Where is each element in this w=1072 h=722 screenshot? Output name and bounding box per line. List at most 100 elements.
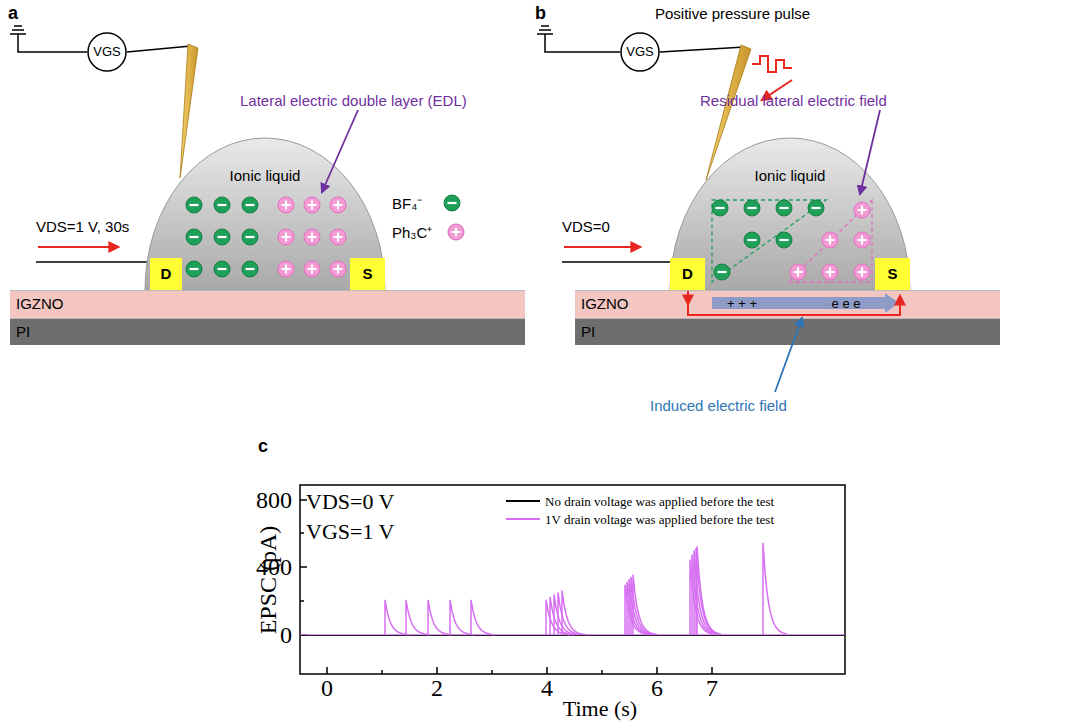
ion-symbol: [776, 200, 792, 216]
ion-symbol: [718, 271, 727, 273]
ion-symbol: [780, 207, 789, 209]
ion-symbol: [334, 233, 343, 242]
ion-name: BF₄⁻: [392, 196, 422, 211]
ion-symbol: [780, 239, 789, 241]
ion-symbol: [448, 224, 464, 240]
panel-label: a: [8, 4, 18, 22]
pointer-arrow: [860, 110, 880, 194]
tick-label: 6: [651, 676, 663, 700]
chart-frame: [300, 485, 845, 674]
ion-symbol: [218, 236, 227, 238]
chart-frame: [327, 667, 712, 674]
epsc-trace: [629, 579, 653, 635]
epsc-trace: [385, 600, 409, 635]
ion-symbol: [790, 264, 806, 280]
node-label: S: [362, 266, 372, 283]
tick-label: 800: [256, 488, 292, 512]
epsc-trace: [694, 550, 718, 635]
pressure-pulse: [752, 56, 792, 72]
ion-symbol: [190, 268, 199, 270]
node-label: S: [887, 266, 897, 283]
ion-symbol: [242, 197, 258, 213]
ion-symbol: [330, 197, 346, 213]
ion-symbol: [858, 268, 867, 277]
ion-symbol: [826, 268, 835, 277]
ion-symbol: [826, 236, 835, 245]
pointer-arrow: [775, 318, 802, 392]
epsc-trace: [471, 600, 495, 635]
ion-symbol: [808, 200, 824, 216]
callout-label: Residual lateral electric field: [700, 93, 887, 108]
ion-symbol: [282, 233, 291, 242]
ion-symbol: [282, 265, 291, 274]
condition-label: VGS=1 V: [306, 521, 394, 543]
drop-outline: [145, 138, 385, 290]
source-electrode: S: [875, 258, 910, 290]
ion-symbol: [794, 268, 803, 277]
channel-layer: IGZNO: [575, 290, 1000, 318]
voltage-arrow: [564, 246, 640, 248]
node-label: Ionic liquid: [230, 168, 301, 185]
field-triangle: [788, 200, 872, 282]
bias-note: VDS=0: [562, 219, 610, 234]
node-label: Ionic liquid: [755, 168, 826, 185]
ion-symbol: [304, 197, 320, 213]
ion-symbol: [330, 229, 346, 245]
axis-title: EPSC (pA): [256, 526, 280, 635]
circle-outline: [621, 33, 659, 71]
ion-symbol: [186, 261, 202, 277]
tick-label: 4: [541, 676, 553, 700]
current-arrow: [688, 291, 900, 315]
voltage-arrow: [38, 246, 640, 248]
ion-symbol: [246, 236, 255, 238]
ion-symbol: [330, 261, 346, 277]
ion-symbol: [218, 268, 227, 270]
node-label: D: [161, 266, 172, 283]
panel-label: c: [258, 437, 268, 455]
ion-symbol: [186, 195, 870, 280]
node-label: PI: [581, 324, 595, 341]
ion-symbol: [190, 236, 199, 238]
epsc-trace: [633, 575, 657, 635]
epsc-trace: [690, 560, 714, 635]
source-electrode: S: [350, 258, 385, 290]
epsc-trace: [550, 597, 574, 635]
ion-symbol: [822, 264, 838, 280]
ground-symbol: [10, 26, 87, 52]
ion-symbol: [246, 268, 255, 270]
ion-symbol: [854, 232, 870, 248]
epsc-trace: [697, 546, 721, 635]
node-label: D: [682, 266, 693, 283]
ion-symbol: [822, 232, 838, 248]
epsc-trace: [558, 592, 582, 635]
node-label: PI: [16, 324, 30, 341]
ion-symbol: [278, 197, 294, 213]
legend-text: No drain voltage was applied before the …: [545, 495, 774, 508]
epsc-trace: [406, 600, 430, 635]
induced-field-arrow: [712, 293, 899, 313]
current-arrow: [688, 291, 900, 315]
epsc-trace: [450, 600, 474, 635]
callout-label: Lateral electric double layer (EDL): [240, 93, 467, 108]
legend-entry: No drain voltage was applied before the …: [505, 493, 774, 509]
epsc-trace: [554, 594, 578, 635]
electron-sign: e e e: [832, 297, 861, 310]
ion-symbol: [744, 232, 760, 248]
ion-symbol: [214, 197, 230, 213]
epsc-trace: [300, 543, 845, 636]
legend-line: [506, 518, 540, 520]
ion-symbol: [278, 229, 294, 245]
epsc-trace: [627, 582, 651, 635]
epsc-trace: [562, 591, 586, 635]
ion-symbol: [186, 197, 202, 213]
drain-electrode: D: [670, 258, 705, 290]
tick-label: 400: [256, 555, 292, 579]
node-label: IGZNO: [16, 296, 64, 313]
ion-symbol: [186, 229, 202, 245]
ion-symbol: [714, 264, 730, 280]
ion-symbol: [748, 239, 757, 241]
substrate-layer: PI: [10, 318, 525, 345]
ion-symbol: [282, 201, 291, 210]
ion-symbol: [304, 229, 320, 245]
